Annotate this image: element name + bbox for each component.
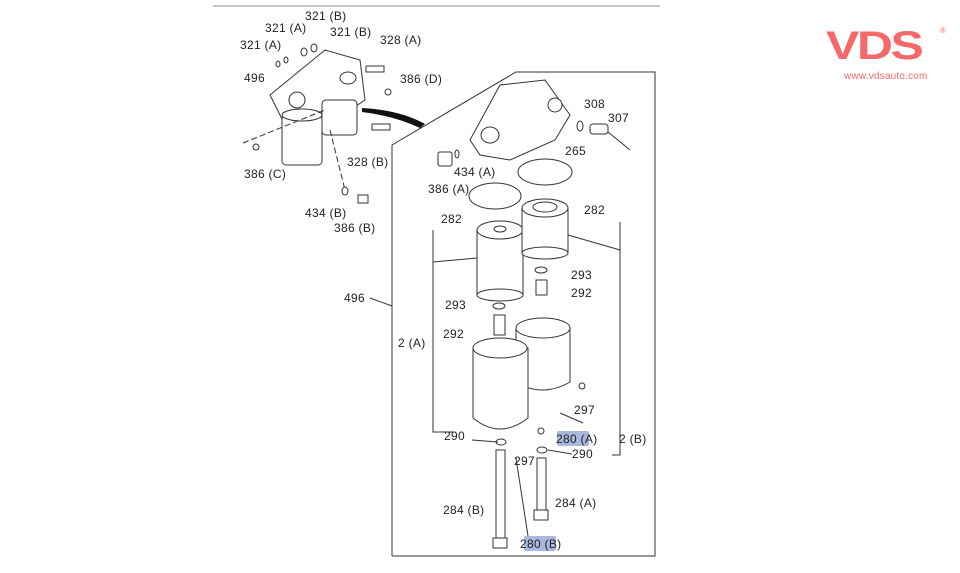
callout-290: 290 <box>572 447 593 461</box>
washer-290-right <box>536 446 548 454</box>
callout-321b: 321 (B) <box>330 25 371 39</box>
callout-292: 292 <box>443 327 464 341</box>
callout-386a: 386 (A) <box>428 182 469 196</box>
highlight-280b <box>524 536 556 551</box>
filter-element-right <box>521 198 569 260</box>
callout-328b: 328 (B) <box>347 155 388 169</box>
callout-386b: 386 (B) <box>334 221 375 235</box>
callout-496: 496 <box>244 71 265 85</box>
leader-lines <box>369 222 621 537</box>
callout-386d: 386 (D) <box>400 72 442 86</box>
bolt-head-284a <box>533 509 549 521</box>
inset-assembly <box>242 43 425 204</box>
callout-307: 307 <box>608 111 629 125</box>
filter-head <box>437 79 631 167</box>
callout-293: 293 <box>445 298 466 312</box>
callout-386c: 386 (C) <box>244 167 286 181</box>
callout-496-main: 496 <box>344 291 365 305</box>
highlight-280a <box>557 431 589 446</box>
callout-284a: 284 (A) <box>555 496 596 510</box>
callout-282: 282 <box>441 212 462 226</box>
filter-case-left <box>472 337 529 430</box>
callout-284b: 284 (B) <box>443 503 484 517</box>
callout-434a: 434 (A) <box>454 165 495 179</box>
seal-ring-282-right <box>517 158 573 186</box>
top-divider <box>213 5 660 7</box>
bolt-284b <box>495 449 506 541</box>
callout-290: 290 <box>444 429 465 443</box>
logo-url: www.vdsauto.com <box>844 71 928 82</box>
spring-292-left <box>493 314 506 336</box>
filter-element-left <box>476 220 524 302</box>
callout-297: 297 <box>514 454 535 468</box>
arrow-icon <box>362 108 425 128</box>
callout-321a: 321 (A) <box>265 21 306 35</box>
spring-292-right <box>535 279 548 296</box>
vds-logo: VDS ® www.vdsauto.com <box>822 26 952 86</box>
filter-case-right <box>515 317 571 391</box>
callout-293: 293 <box>571 268 592 282</box>
main-assembly-frame <box>391 71 656 557</box>
callout-328a: 328 (A) <box>380 33 421 47</box>
logo-mark: VDS <box>826 24 924 68</box>
callout-292: 292 <box>571 286 592 300</box>
drain-plug-297-left <box>537 427 545 435</box>
drain-plug-297-right <box>578 382 586 390</box>
seal-ring-282-left <box>468 182 522 210</box>
washer-293-right <box>534 266 548 274</box>
callout-321b: 321 (B) <box>305 9 346 23</box>
callout-434b: 434 (B) <box>305 206 346 220</box>
callout-2b: 2 (B) <box>619 432 647 446</box>
callout-280b: 280 (B) <box>520 537 561 551</box>
registered-mark: ® <box>940 26 946 35</box>
callout-297: 297 <box>574 403 595 417</box>
callout-2a: 2 (A) <box>398 336 426 350</box>
washer-293-left <box>492 302 506 310</box>
bolt-head-284b <box>492 537 508 549</box>
callout-308: 308 <box>584 97 605 111</box>
callout-321a: 321 (A) <box>240 38 281 52</box>
bolt-284a <box>536 457 547 514</box>
callout-280a: 280 (A) <box>556 432 597 446</box>
callout-265: 265 <box>565 144 586 158</box>
callout-282: 282 <box>584 203 605 217</box>
